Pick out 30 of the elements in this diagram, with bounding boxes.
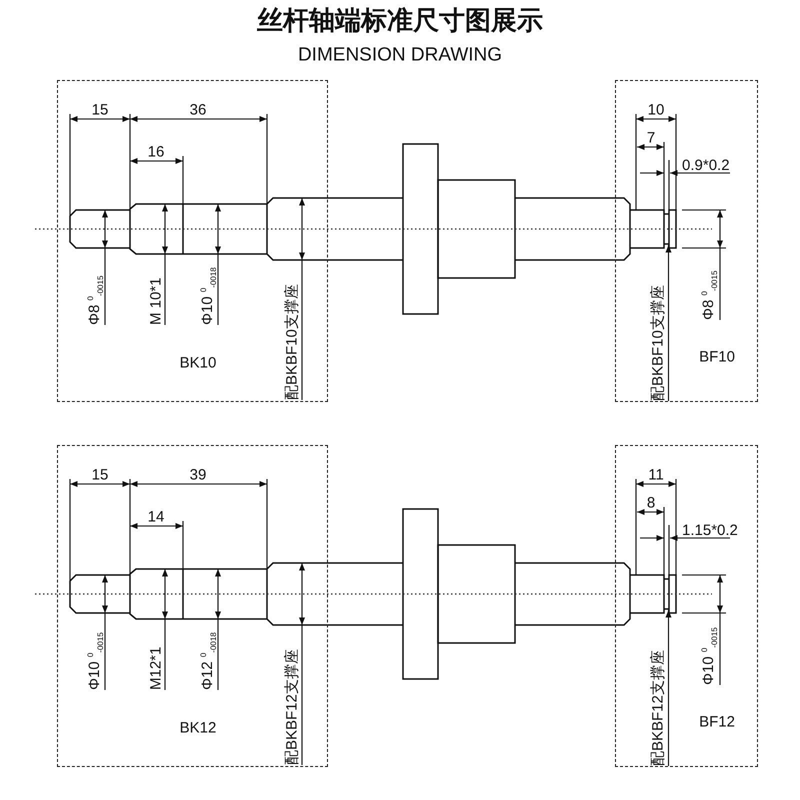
dashed-frame xyxy=(615,80,758,402)
thread-spec: M 10*1 xyxy=(148,277,164,325)
subtitle: DIMENSION DRAWING xyxy=(298,46,502,64)
dimension-value: 0.9*0.2 xyxy=(682,158,730,173)
dimension-value: 8 xyxy=(646,496,656,510)
dashed-frame xyxy=(615,445,758,767)
dimension-value: 1.15*0.2 xyxy=(682,523,738,538)
dimension-value: 15 xyxy=(92,102,108,118)
support-note: 配BKBF12支撑座 xyxy=(284,649,300,765)
dimension-value: 7 xyxy=(646,130,656,146)
model-label: BK10 xyxy=(180,356,216,370)
dimension-value: 39 xyxy=(190,468,206,482)
dimension-value: 14 xyxy=(148,510,164,524)
dimension-value: 15 xyxy=(92,468,108,482)
model-label: BK12 xyxy=(180,720,216,736)
dimension-value: 11 xyxy=(648,468,664,482)
thread-spec: M12*1 xyxy=(148,646,164,690)
model-label: BF10 xyxy=(699,350,735,364)
dimension-value: 16 xyxy=(148,144,164,160)
dimension-value: 36 xyxy=(190,102,206,118)
dashed-frame xyxy=(57,80,328,402)
model-label: BF12 xyxy=(699,714,735,730)
part-note: 配BKBF10支撑座 xyxy=(650,285,666,401)
dashed-frame xyxy=(57,445,328,767)
leader-line xyxy=(665,245,672,401)
dimension-value: 10 xyxy=(648,102,664,118)
page-title: 丝杆轴端标准尺寸图展示 xyxy=(257,7,543,33)
support-note: 配BKBF10支撑座 xyxy=(284,284,300,400)
part-note: 配BKBF12支撑座 xyxy=(650,650,666,766)
leader-line xyxy=(665,610,672,766)
